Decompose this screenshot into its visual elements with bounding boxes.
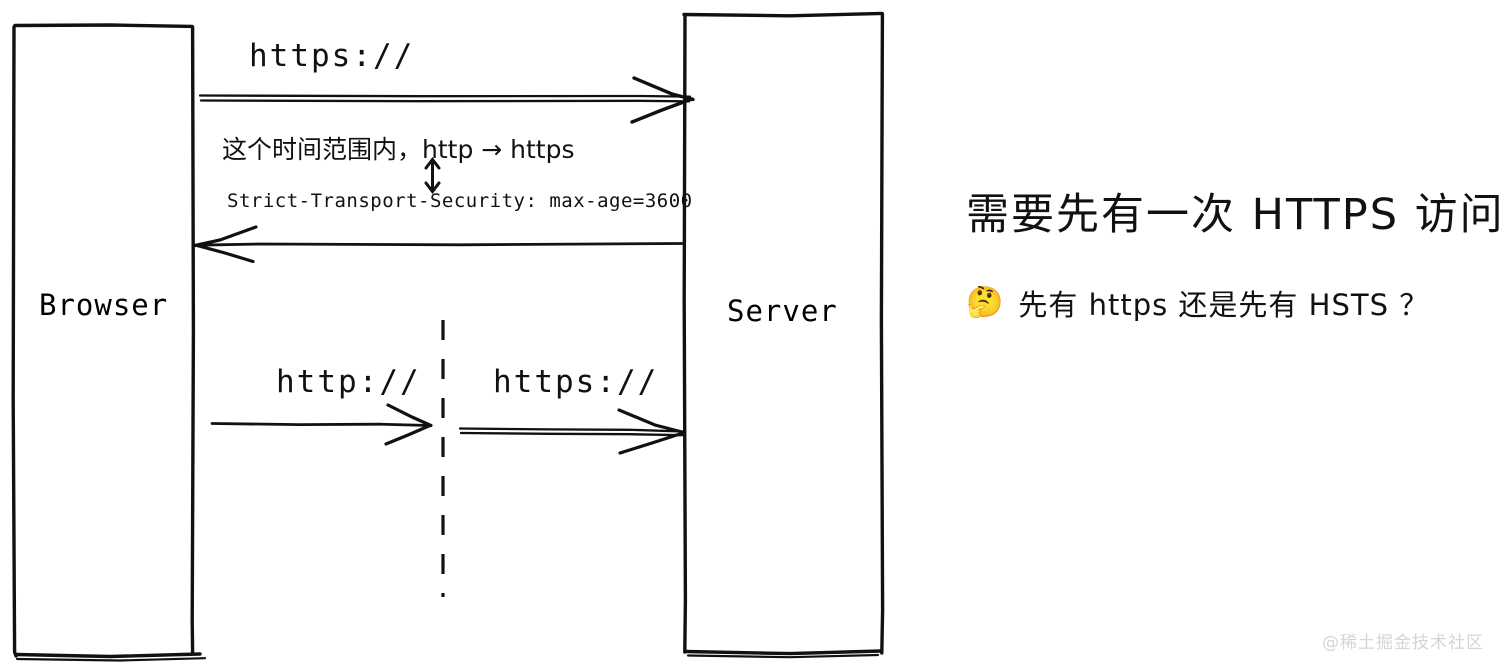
message-label-https-upgraded: https:// [493,364,659,400]
message-label-http-request: http:// [276,364,421,400]
message-arrow-http-request [210,403,433,446]
headline-text: 需要先有一次 HTTPS 访问 [966,190,1505,240]
question-text: 先有 https 还是先有 HSTS ？ [1018,288,1430,322]
message-label-https-request: https:// [249,38,415,74]
watermark: @稀土掘金技术社区 [1322,633,1484,653]
question-row: 🤔 先有 https 还是先有 HSTS ？ [966,282,1429,324]
message-arrow-hsts-response [193,225,684,264]
hsts-header-note: Strict-Transport-Security: max-age=3600 [227,190,693,212]
validity-window-note: 这个时间范围内，http → https [222,135,575,164]
server-node-label: Server [727,294,838,328]
browser-node-label: Browser [39,288,169,322]
message-arrow-https-upgraded [458,408,686,455]
server-box [682,11,885,659]
thinking-face-emoji: 🤔 [966,285,1005,320]
browser-box [11,23,207,662]
message-arrow-https-request [198,76,695,124]
